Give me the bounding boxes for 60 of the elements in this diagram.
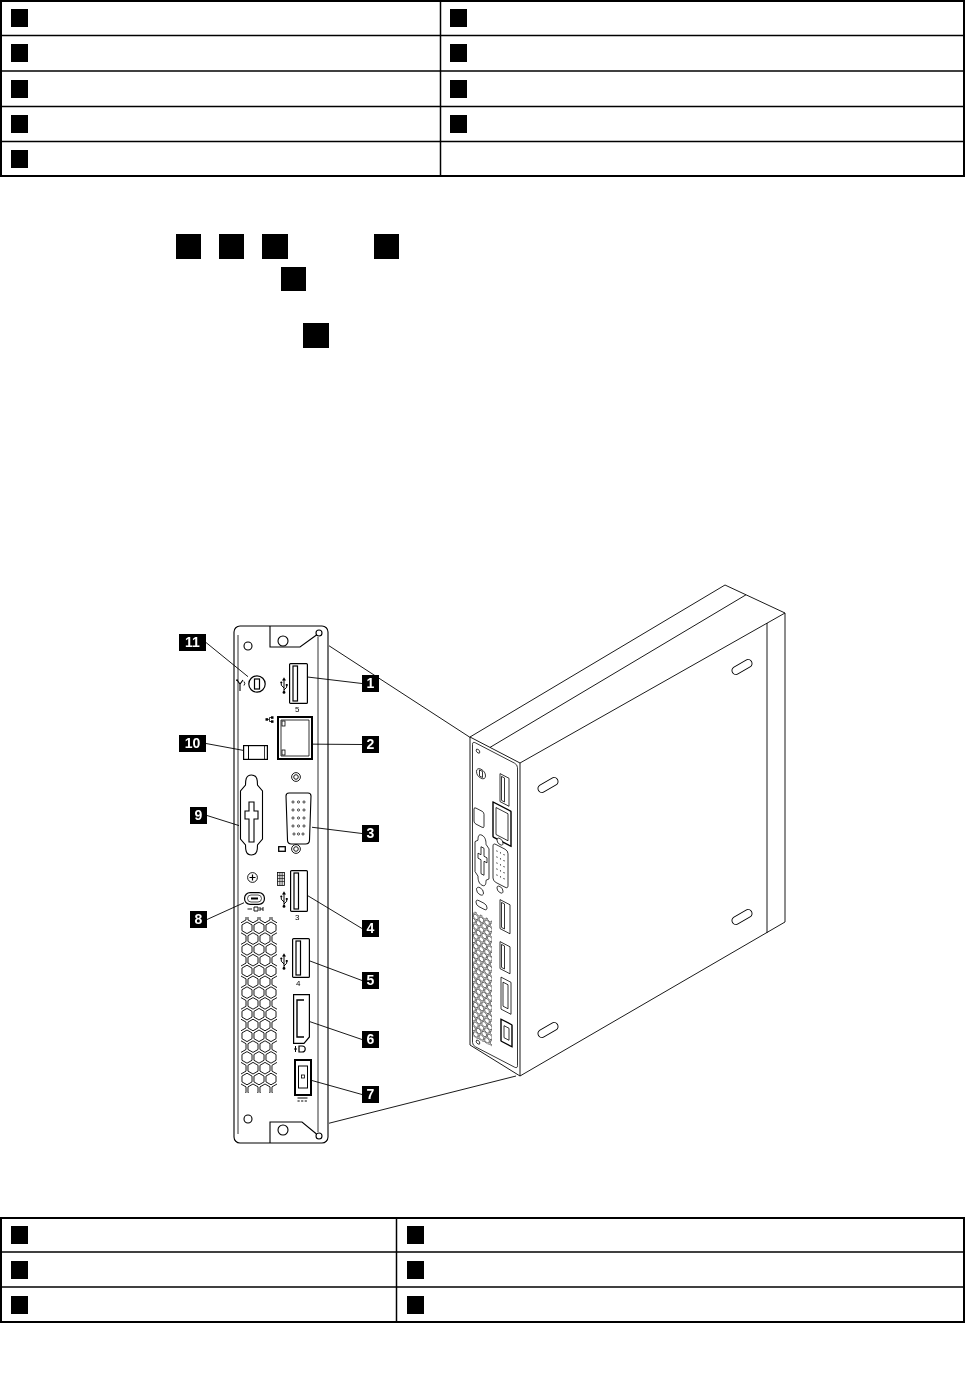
callout-marker	[11, 1261, 28, 1279]
callout-number: 3	[362, 825, 379, 842]
leader-line	[206, 815, 240, 827]
leader-line	[311, 1080, 363, 1095]
serial-port-knockout	[239, 774, 264, 856]
leader-line	[312, 743, 363, 745]
port-number: 3	[295, 913, 300, 922]
callout-marker	[11, 150, 28, 168]
callout-marker	[11, 1296, 28, 1314]
security-lock-slot	[244, 892, 265, 905]
callout-marker	[11, 80, 28, 98]
ethernet-port	[277, 716, 313, 760]
usb-port	[292, 938, 310, 978]
callout-marker	[11, 44, 28, 62]
callout-number: 11	[179, 634, 206, 651]
callout-marker	[11, 9, 28, 27]
leader-line	[309, 960, 363, 981]
leader-line	[307, 676, 363, 684]
callout-marker	[262, 234, 288, 259]
antenna-connector	[248, 675, 266, 693]
projection-line	[328, 645, 471, 738]
callout-number: 6	[362, 1031, 379, 1048]
usb-port	[290, 870, 308, 912]
callout-marker	[303, 323, 329, 348]
callout-number: 10	[179, 735, 206, 752]
callout-marker	[450, 44, 467, 62]
callout-marker	[11, 115, 28, 133]
callout-marker	[450, 80, 467, 98]
callout-marker	[407, 1261, 424, 1279]
callout-number: 1	[362, 675, 379, 692]
power-connector	[294, 1059, 312, 1096]
callout-marker	[407, 1226, 424, 1244]
port-number: 5	[295, 705, 300, 714]
port-number: 4	[296, 979, 301, 988]
callout-number: 2	[362, 736, 379, 753]
callout-marker	[450, 9, 467, 27]
leader-line	[206, 902, 245, 920]
leader-line	[307, 895, 363, 929]
leader-line	[205, 642, 249, 678]
callout-number: 7	[362, 1086, 379, 1103]
leader-line	[205, 743, 244, 751]
padlock-loop	[243, 745, 268, 760]
callout-marker	[374, 234, 399, 259]
leader-line	[309, 1021, 363, 1040]
callout-marker	[407, 1296, 424, 1314]
vga-port	[285, 792, 312, 845]
usb-port	[289, 663, 308, 704]
callout-marker	[281, 267, 306, 291]
callout-number: 5	[362, 972, 379, 989]
leader-line	[311, 826, 363, 834]
callout-marker	[11, 1226, 28, 1244]
callout-marker	[450, 115, 467, 133]
callout-number: 9	[190, 807, 207, 824]
displayport-connector	[293, 994, 310, 1044]
callout-number: 8	[190, 911, 207, 928]
rear-panel-drawing	[233, 625, 329, 1144]
callout-marker	[219, 234, 244, 259]
callout-number: 4	[362, 920, 379, 937]
callout-marker	[176, 234, 201, 259]
projection-line	[328, 1075, 517, 1124]
